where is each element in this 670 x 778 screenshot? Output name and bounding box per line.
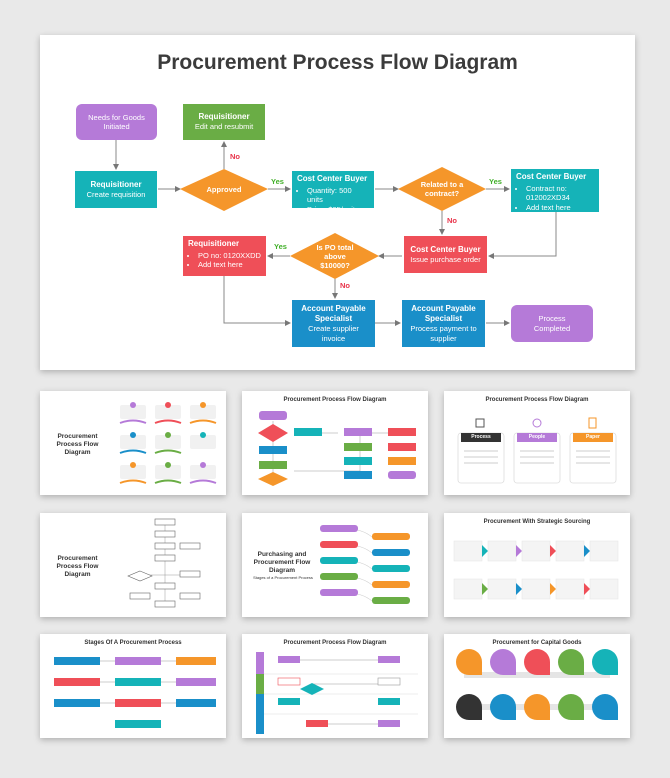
thumbnail-8[interactable]: Procurement Process Flow Diagram (242, 634, 428, 738)
create-text: Create requisition (86, 189, 146, 199)
thumbnail-title: Procurement With Strategic Sourcing (483, 519, 591, 525)
po-no-item: PO no: 0120XXDD (198, 251, 261, 260)
po-add-item: Add text here (198, 260, 261, 269)
payment-title: Account Payable Specialist (411, 304, 476, 324)
po-total-diamond (290, 233, 379, 279)
resubmit-text: Edit and resubmit (194, 122, 254, 132)
aps-payment-node: Account Payable Specialist Process payme… (402, 300, 485, 347)
requisitioner-create-node: Requisitioner Create requisition (75, 171, 157, 208)
thumbnail-graphic (456, 649, 618, 720)
thumbnail-6[interactable]: Procurement With Strategic Sourcing (444, 513, 630, 617)
process-completed-node: Process Completed (511, 305, 593, 342)
thumbnail-graphic (457, 417, 617, 484)
ccb-contract-node: Cost Center Buyer Contract no: 012002XD3… (511, 169, 599, 212)
approved-label: Approved (206, 184, 242, 194)
label-yes-contract: Yes (489, 177, 502, 186)
thumbnail-graphic (127, 518, 201, 608)
create-title: Requisitioner (90, 179, 142, 189)
page-title: Procurement Process Flow Diagram (157, 51, 518, 74)
needs-line1: Needs for Goods (88, 112, 145, 122)
thumbnail-title: Procurement Process Flow Diagram (283, 397, 387, 403)
thumbnail-graphic (115, 401, 220, 487)
contract-no-item: Contract no: 012002XD34 (526, 184, 594, 203)
issue-text: Issue purchase order (410, 254, 481, 264)
label-no-contract: No (447, 216, 457, 225)
payment-text: Process payment to supplier (410, 324, 477, 343)
thumbnail-title: Purchasing and Procurement Flow Diagram (253, 551, 311, 575)
card-process-label: Process (471, 434, 491, 440)
contract-add-item: Add text here (526, 203, 594, 212)
label-yes-po: Yes (274, 242, 287, 251)
invoice-title: Account Payable Specialist (301, 304, 366, 324)
ccb-quantity-title: Cost Center Buyer (297, 174, 368, 183)
completed-line1: Process (538, 314, 566, 324)
thumbnail-1[interactable]: Procurement Process Flow Diagram (40, 391, 226, 495)
thumbnail-9[interactable]: Procurement for Capital Goods (444, 634, 630, 738)
po-total-line2: above (324, 251, 346, 261)
requisitioner-po-node: Requisitioner PO no: 0120XXDD Add text h… (183, 236, 266, 276)
thumbnail-3[interactable]: Procurement Process Flow Diagram Process… (444, 391, 630, 495)
resubmit-title: Requisitioner (198, 112, 250, 122)
thumbnail-subtitle: Stages of a Procurement Process (253, 575, 313, 580)
thumbnail-graphic (453, 540, 619, 600)
thumbnail-graphic (256, 652, 418, 734)
thumbnail-graphic (320, 525, 410, 604)
po-total-label: Is PO total above $10000? (305, 241, 365, 271)
label-no-po: No (340, 281, 350, 290)
card-people-label: People (528, 434, 546, 440)
thumbnail-2[interactable]: Procurement Process Flow Diagram (242, 391, 428, 495)
ccb-quantity-node: Cost Center Buyer Quantity: 500 units Pr… (292, 171, 374, 214)
related-contract-label: Related to a contract? (408, 177, 476, 201)
ccb-price-item: Price: $25/unit (307, 205, 369, 214)
needs-line2: Initiated (103, 122, 130, 131)
thumbnail-title: Procurement for Capital Goods (492, 640, 582, 646)
related-contract-diamond (398, 167, 486, 211)
label-yes-approved: Yes (271, 177, 284, 186)
aps-invoice-node: Account Payable Specialist Create suppli… (292, 300, 375, 347)
thumbnail-title: Procurement Process Flow Diagram (56, 555, 99, 579)
thumbnail-4[interactable]: Procurement Process Flow Diagram (40, 513, 226, 617)
approved-diamond (180, 169, 268, 211)
invoice-text: Create supplier invoice (308, 324, 359, 343)
issue-title: Cost Center Buyer (410, 244, 481, 254)
main-slide[interactable]: Procurement Process Flow Diagram (40, 35, 635, 370)
thumbnail-title: Procurement Process Flow Diagram (283, 640, 387, 646)
thumbnail-title: Stages Of A Procurement Process (84, 640, 182, 646)
po-title: Requisitioner (188, 239, 240, 248)
po-total-line1: Is PO total (316, 242, 354, 252)
thumbnail-7[interactable]: Stages Of A Procurement Process (40, 634, 226, 738)
thumbnail-graphic (258, 411, 416, 486)
ccb-issue-node: Cost Center Buyer Issue purchase order (404, 236, 487, 273)
thumbnail-5[interactable]: Purchasing and Procurement Flow Diagram … (242, 513, 428, 617)
related-line2: contract? (424, 189, 460, 198)
related-line1: Related to a (420, 180, 464, 189)
thumbnail-title: Procurement Process Flow Diagram (485, 397, 589, 403)
needs-initiated-node: Needs for Goods Initiated (76, 104, 157, 140)
flow-connectors (113, 140, 557, 326)
card-paper-label: Paper (586, 434, 600, 440)
requisitioner-resubmit-node: Requisitioner Edit and resubmit (183, 104, 265, 140)
label-no-approved: No (230, 152, 240, 161)
ccb-contract-title: Cost Center Buyer (516, 172, 587, 181)
thumbnail-title: Procurement Process Flow Diagram (56, 433, 99, 457)
ccb-quantity-item: Quantity: 500 units (307, 186, 369, 205)
po-total-line3: $10000? (320, 260, 350, 270)
thumbnail-graphic (54, 657, 216, 728)
completed-line2: Completed (533, 323, 571, 333)
